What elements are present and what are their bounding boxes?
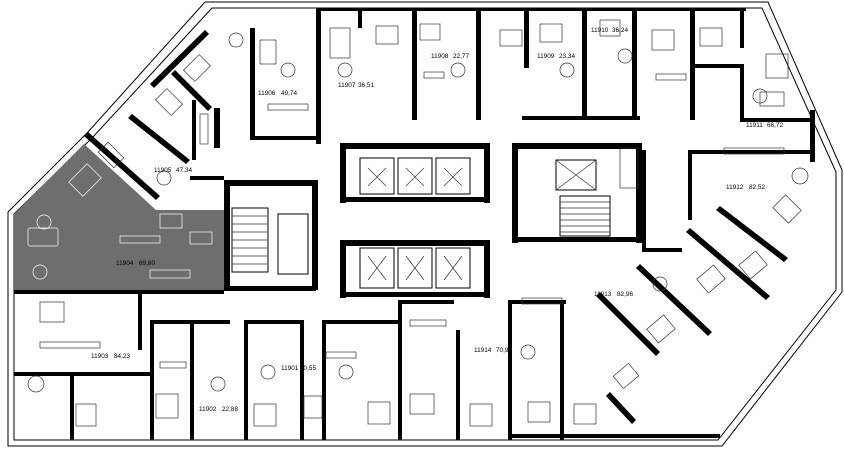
unit-11906-number: 11906 [258, 90, 276, 97]
unit-11913-number: 11913 [594, 291, 612, 298]
unit-11912-number: 11912 [726, 184, 744, 191]
unit-11913-area-label: 82,96 [617, 291, 633, 298]
unit-11903[interactable]: 11903 84,23 [14, 294, 150, 440]
unit-11906-area-label: 49,74 [281, 90, 297, 97]
unit-11904-number: 11904 [116, 260, 134, 267]
unit-11908-area-label: 22,77 [453, 53, 469, 60]
unit-11908[interactable]: 11908 22,77 [417, 11, 476, 121]
unit-11901[interactable]: 11901 60,55 [248, 324, 320, 436]
unit-11910[interactable]: 11910 36,24 [587, 11, 632, 119]
unit-11902-number: 11902 [199, 406, 217, 413]
elevator-icons-top [367, 167, 463, 187]
unit-11912[interactable]: 11912 82,52 [692, 154, 834, 274]
unit-11909-area-label: 23,34 [559, 53, 575, 60]
unit-11905-number: 11905 [154, 167, 172, 174]
stair-right [559, 195, 611, 237]
unit-11904-furniture [27, 163, 213, 280]
unit-11903-area-label: 84,23 [114, 353, 130, 360]
unit-11903-number: 11903 [91, 353, 109, 360]
unit-11914-number: 11914 [474, 347, 492, 354]
elevator-icons-bottom [367, 255, 463, 281]
stair-left [231, 207, 309, 275]
unit-11904[interactable]: 11904 69,80 [14, 144, 224, 290]
unit-11907-area-label: 36,51 [358, 82, 374, 89]
unit-11914-area-label: 70,98 [496, 347, 512, 354]
unit-11905-area-label: 47,34 [176, 167, 192, 174]
unit-11902-area-label: 22,88 [222, 406, 238, 413]
unit-11907[interactable]: 11907 36,51 [321, 11, 412, 131]
unit-11911-area-label: 66,72 [767, 122, 783, 129]
unit-11908-number: 11908 [431, 53, 449, 60]
unit-11904-area-label: 69,80 [139, 260, 155, 267]
unit-11911[interactable]: 11911 66,72 [695, 11, 810, 151]
unit-11902[interactable]: 11902 22,88 [194, 324, 244, 436]
unit-11901-area-label: 60,55 [300, 365, 316, 372]
unit-11909[interactable]: 11909 23,34 [529, 11, 582, 119]
unit-11905[interactable]: 11905 47,34 [96, 86, 212, 186]
building-core [224, 143, 642, 298]
unit-11914[interactable]: 11914 70,98 [460, 304, 560, 434]
unit-11912-area-label: 82,52 [749, 184, 765, 191]
unit-11904-area [14, 144, 224, 290]
unit-11907-number: 11907 [338, 82, 356, 89]
unit-11910-number: 11910 [591, 27, 609, 34]
unit-11913[interactable]: 11913 82,96 [564, 252, 694, 432]
unit-11911-number: 11911 [746, 122, 763, 129]
unit-11906[interactable]: 11906 49,74 [212, 20, 316, 136]
unit-11909-number: 11909 [537, 53, 555, 60]
furniture [27, 19, 809, 427]
unit-11910-area-label: 36,24 [612, 27, 628, 34]
unit-11901-number: 11901 [281, 365, 299, 372]
walls [14, 8, 815, 440]
